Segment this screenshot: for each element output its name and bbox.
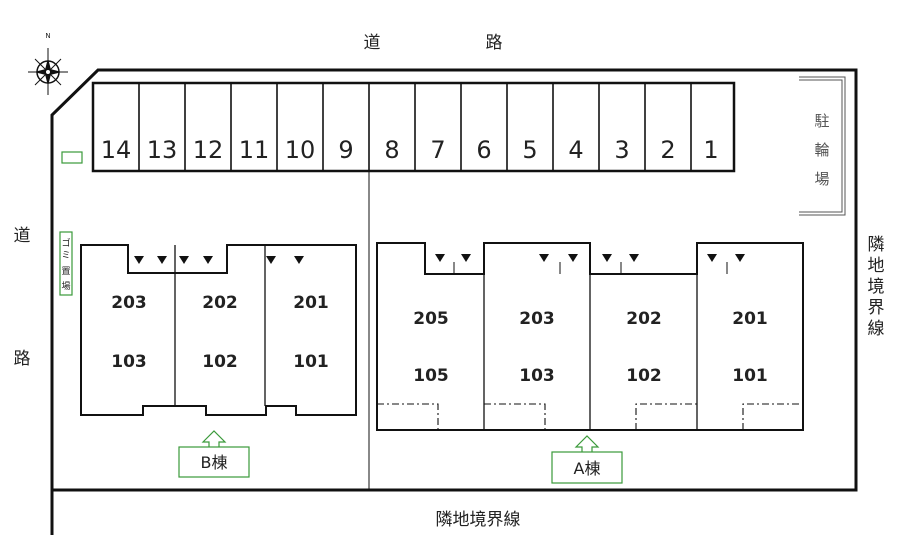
road-top-char-2: 路 (486, 33, 503, 53)
unit-number: 102 (626, 366, 662, 386)
parking-space-number: 4 (568, 136, 583, 164)
boundary-char: 線 (868, 319, 885, 339)
unit-number: 103 (111, 352, 147, 372)
entrance-markers (435, 254, 745, 262)
building-b-name: B棟 (201, 453, 228, 472)
unit-number: 202 (202, 293, 238, 313)
parking-space-number: 2 (660, 136, 675, 164)
garbage-area-char: ゴ (61, 237, 70, 249)
parking-space-number: 1 (703, 136, 718, 164)
bicycle-parking-char: 輪 (814, 141, 829, 159)
unit-number: 203 (519, 309, 555, 329)
compass-icon (28, 48, 68, 95)
unit-number: 202 (626, 309, 662, 329)
right-boundary-label: 隣 地 境 界 線 (868, 235, 885, 339)
boundary-char: 界 (868, 298, 885, 318)
boundary-char: 地 (868, 256, 885, 276)
road-top-char-1: 道 (364, 33, 381, 53)
compass-north-label: N (45, 32, 50, 40)
entrance-markers (134, 256, 304, 264)
parking-space-number: 13 (147, 136, 178, 164)
parking-space-number: 6 (476, 136, 491, 164)
parking-space-number: 14 (101, 136, 132, 164)
parking-space-number: 3 (614, 136, 629, 164)
parking-space-number: 8 (384, 136, 399, 164)
parking-space-number: 11 (239, 136, 270, 164)
up-arrow-icon (574, 435, 600, 454)
unit-number: 201 (732, 309, 768, 329)
building-a-name: A棟 (574, 459, 601, 478)
unit-number: 101 (293, 352, 329, 372)
unit-number: 205 (413, 309, 449, 329)
boundary-char: 隣 (868, 235, 885, 255)
garbage-area: ゴ ミ 置 場 (59, 231, 73, 296)
bicycle-parking-char: 場 (814, 170, 829, 188)
parking-space-number: 10 (285, 136, 316, 164)
parking-space-number: 7 (430, 136, 445, 164)
unit-number: 102 (202, 352, 238, 372)
bottom-boundary-label: 隣地境界線 (436, 510, 521, 530)
building-b: 203 103 202 102 201 101 (80, 244, 357, 416)
garbage-area-char: 置 (61, 266, 70, 277)
road-left-char-2: 路 (14, 349, 31, 369)
unit-number: 105 (413, 366, 449, 386)
garbage-area-char: ミ (61, 251, 70, 261)
parking-space-number: 12 (193, 136, 224, 164)
utility-box (61, 151, 83, 164)
site-boundary (50, 68, 858, 535)
parking-space-number: 5 (522, 136, 537, 164)
bicycle-parking: 駐 輪 場 (799, 76, 846, 216)
parking-space-number: 9 (338, 136, 353, 164)
road-left-char-1: 道 (14, 226, 31, 246)
boundary-char: 境 (868, 277, 885, 297)
up-arrow-icon (201, 430, 227, 449)
unit-number: 203 (111, 293, 147, 313)
building-a-label: A棟 (551, 435, 623, 484)
parking-row: 14 13 12 11 10 9 8 7 6 5 4 3 2 1 (91, 81, 736, 173)
unit-number: 201 (293, 293, 329, 313)
building-b-label: B棟 (178, 430, 250, 478)
building-a: 205 105 203 103 202 102 201 101 (376, 242, 804, 431)
garbage-area-char: 場 (61, 280, 70, 292)
bicycle-parking-char: 駐 (814, 112, 829, 130)
unit-number: 103 (519, 366, 555, 386)
terraces (377, 403, 803, 430)
unit-number: 101 (732, 366, 768, 386)
